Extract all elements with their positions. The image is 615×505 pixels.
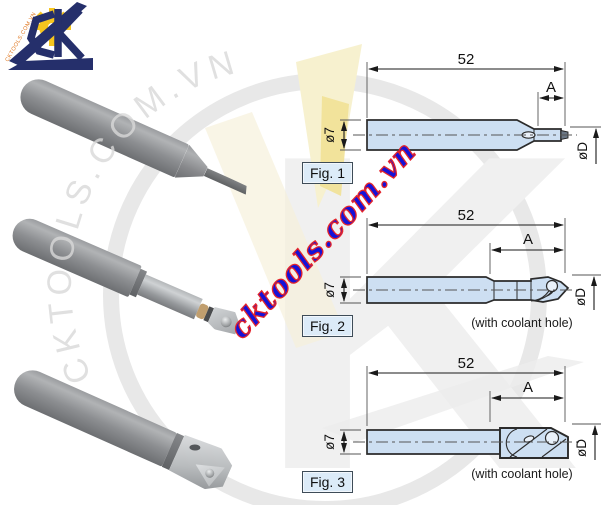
fig2-shank-dia: ø7	[322, 282, 337, 298]
fig2-drawing: 52 A ø7 øD	[322, 207, 601, 310]
fig2-coolant-hole	[545, 279, 559, 293]
fig3-coolant-hole	[544, 430, 560, 446]
ck-logo: CKTOOLS.COM.VN	[5, 2, 93, 70]
fig1-extension-lines	[340, 62, 601, 151]
fig3-drawing: 52 A ø7 øD	[322, 355, 601, 460]
gray-band	[322, 356, 584, 442]
fig3-cut-dia: øD	[574, 439, 589, 457]
fig1-length-dim: 52	[458, 51, 475, 68]
fig3-a-dim: A	[523, 379, 533, 396]
fig3-slot	[523, 435, 535, 443]
fig2-coolant-note: (with coolant hole)	[471, 316, 573, 330]
fig2-cut-dia: øD	[573, 288, 588, 306]
fig1-a-dim: A	[546, 79, 556, 96]
fig1-label: Fig. 1	[302, 162, 353, 184]
ck-letters	[26, 7, 85, 61]
fig2-label: Fig. 2	[302, 315, 353, 337]
fig2-extension-lines	[340, 218, 601, 304]
fig2-a-dim: A	[523, 231, 533, 248]
fig1-drawing: 52 A ø7 øD	[322, 51, 601, 164]
fig2-body	[366, 276, 570, 304]
fig3-label: Fig. 3	[302, 471, 353, 493]
fig1-shank-dia: ø7	[322, 127, 337, 143]
fig3-coolant-note: (with coolant hole)	[471, 467, 573, 481]
fig2-length-dim: 52	[458, 207, 475, 224]
fig3-length-dim: 52	[458, 355, 475, 372]
fig1-cut-dia: øD	[575, 142, 590, 160]
fig3-shank-dia: ø7	[322, 434, 337, 450]
cream-band	[205, 112, 345, 348]
fig3-extension-lines	[340, 366, 601, 455]
